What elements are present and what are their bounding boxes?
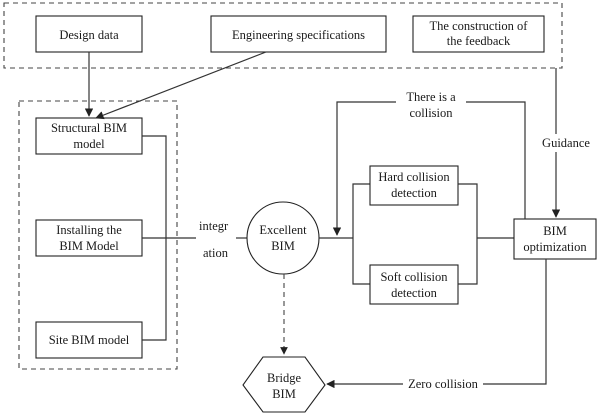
inputs-group-frame xyxy=(3,2,563,69)
engineering-specifications-label: Engineering specifications xyxy=(232,28,365,42)
guidance-label: Guidance xyxy=(542,136,590,150)
specifications-to-structural-arrow xyxy=(95,51,267,120)
structural-label-line1: Structural BIM xyxy=(51,121,127,135)
soft-label-line1: Soft collision xyxy=(380,270,448,284)
bim-models-group-frame xyxy=(18,100,178,370)
structural-label-line2: model xyxy=(73,137,105,151)
bridge-bim-node: Bridge BIM xyxy=(242,356,326,413)
collision-label-line2: collision xyxy=(409,106,453,120)
integration-label-part1: integr xyxy=(199,219,229,233)
feedback-label-line2: the feedback xyxy=(447,34,511,48)
construction-feedback-node: The construction of the feedback xyxy=(412,15,545,53)
zero-collision-label: Zero collision xyxy=(408,377,479,391)
optimization-label-line2: optimization xyxy=(523,240,587,254)
bim-optimization-node: BIM optimization xyxy=(513,218,597,260)
soft-collision-detection-node: Soft collision detection xyxy=(369,264,459,305)
detection-right-bracket xyxy=(458,183,478,285)
excellent-label-line1: Excellent xyxy=(259,223,307,237)
installing-label-line2: BIM Model xyxy=(59,239,119,253)
collision-label-line1: There is a xyxy=(406,90,456,104)
zero-collision-line xyxy=(483,259,547,385)
integration-label-part2: ation xyxy=(203,246,229,260)
hard-label-line1: Hard collision xyxy=(378,170,450,184)
excellent-bim-node: Excellent BIM xyxy=(246,201,320,275)
bridge-label-line1: Bridge xyxy=(267,371,301,385)
design-data-node: Design data xyxy=(35,15,143,53)
design-data-label: Design data xyxy=(59,28,119,42)
site-bim-model-node: Site BIM model xyxy=(35,321,143,359)
soft-label-line2: detection xyxy=(391,286,438,300)
structural-bim-model-node: Structural BIM model xyxy=(35,117,143,155)
hard-label-line2: detection xyxy=(391,186,438,200)
feedback-label-line1: The construction of xyxy=(430,19,529,33)
bridge-label-line2: BIM xyxy=(272,387,296,401)
collision-loop-arrow xyxy=(332,101,396,236)
detection-left-bracket xyxy=(352,183,370,285)
excellent-label-line2: BIM xyxy=(271,239,295,253)
site-model-label: Site BIM model xyxy=(49,333,130,347)
optimization-label-line1: BIM xyxy=(543,224,567,238)
installing-bim-model-node: Installing the BIM Model xyxy=(35,219,143,257)
collision-loop-right xyxy=(466,101,526,219)
engineering-specifications-node: Engineering specifications xyxy=(210,15,387,53)
installing-label-line1: Installing the xyxy=(56,223,122,237)
hard-collision-detection-node: Hard collision detection xyxy=(369,165,459,206)
